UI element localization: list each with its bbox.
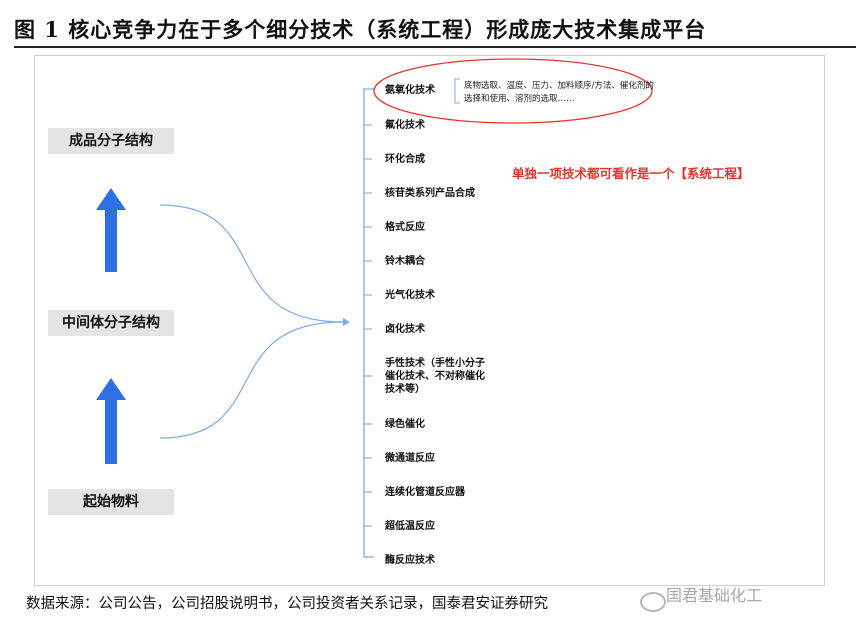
box-starting-material: 起始物料 <box>48 489 174 515</box>
box-intermediate: 中间体分子结构 <box>48 310 174 336</box>
wechat-logo-icon <box>640 592 666 612</box>
source-note: 数据来源：公司公告，公司招股说明书，公司投资者关系记录，国泰君安证券研究 <box>26 596 548 612</box>
technique-item: 氨氧化技术 <box>385 85 435 96</box>
highlight-note: 单独一项技术都可看作是一个【系统工程】 <box>512 166 750 181</box>
box-final-product: 成品分子结构 <box>48 128 174 154</box>
technique-item: 卤化技术 <box>385 324 425 335</box>
technique-item: 铃木耦合 <box>385 256 425 267</box>
highlight-ellipse <box>373 58 653 124</box>
technique-item: 环化合成 <box>385 154 425 165</box>
technique-item: 绿色催化 <box>385 419 425 430</box>
curve-top <box>159 204 344 323</box>
up-arrow-icon <box>96 378 126 464</box>
detail-bracket <box>454 78 460 104</box>
technique-item: 酶反应技术 <box>385 555 435 566</box>
technique-item: 氟化技术 <box>385 120 425 131</box>
detail-note: 底物选取、温度、压力、加料顺序/方法、催化剂的选择和使用、溶剂的选取…… <box>464 81 654 104</box>
technique-item: 核苷类系列产品合成 <box>385 188 475 199</box>
curve-bottom <box>159 321 344 439</box>
technique-item: 连续化管道反应器 <box>385 487 465 498</box>
watermark: 国君基础化工 <box>666 586 763 605</box>
technique-item: 光气化技术 <box>385 290 435 301</box>
technique-item: 微通道反应 <box>385 453 435 464</box>
up-arrow-icon <box>96 188 126 272</box>
title-rule <box>14 46 856 48</box>
technique-item: 超低温反应 <box>385 521 435 532</box>
technique-item: 格式反应 <box>385 222 425 233</box>
technique-item: 手性技术（手性小分子催化技术、不对称催化技术等） <box>385 358 485 395</box>
technique-bracket <box>363 88 374 558</box>
curve-arrowhead <box>343 318 350 326</box>
figure-title: 图 1 核心竞争力在于多个细分技术（系统工程）形成庞大技术集成平台 <box>14 17 707 42</box>
